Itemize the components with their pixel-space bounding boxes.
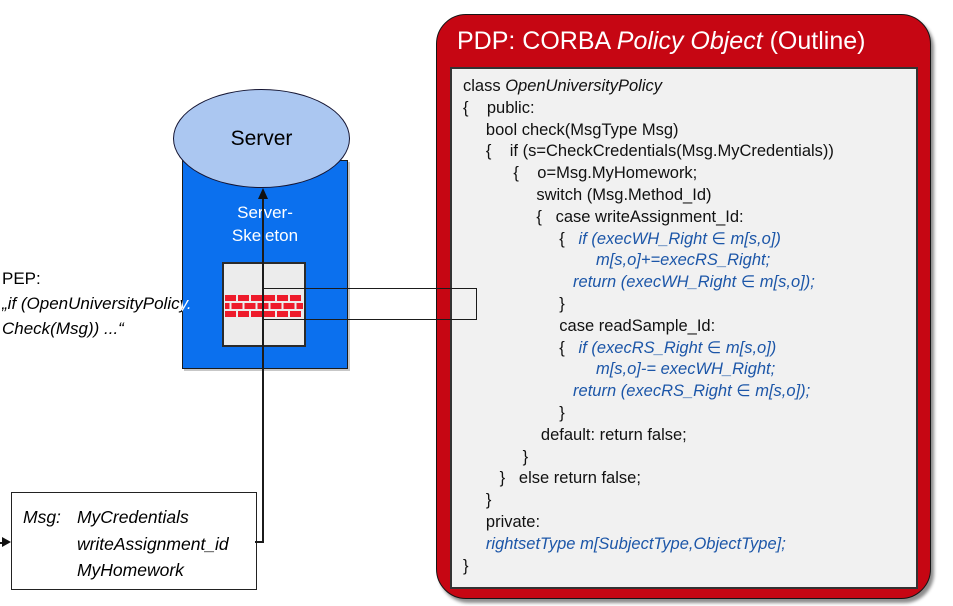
msg-label: Msg: (23, 507, 61, 527)
message-flow-line (262, 197, 264, 543)
msg-items: MyCredentials writeAssignment_id MyHomew… (77, 504, 229, 589)
code-line: { public: (463, 98, 535, 117)
code-line: m[s,o]+=execRS_Right; (595, 251, 771, 270)
right-arrowhead-icon (2, 537, 11, 547)
code-line: { o=Msg.MyHomework; (463, 164, 698, 183)
code-line: bool check(MsgType Msg) (463, 120, 679, 139)
brick-pattern-icon (225, 295, 303, 318)
code-line: class OpenUniversityPolicy (463, 77, 662, 95)
code-line: { if (execWH_Right ∈ m[s,o]) (463, 229, 781, 248)
server-ellipse: Server (173, 89, 350, 188)
code-line: return (execRS_Right ∈ m[s,o]); (573, 382, 811, 401)
server-skeleton-label: Server- Skeleton (182, 201, 348, 247)
code-line: case readSample_Id: (463, 316, 716, 335)
pdp-title-italic: Policy Object (616, 27, 763, 55)
code-line: default: return false; (463, 425, 687, 444)
pep-pdp-connector (263, 288, 477, 320)
msg-item: writeAssignment_id (76, 533, 229, 554)
msg-box: Msg: MyCredentials writeAssignment_id My… (11, 492, 257, 590)
code-line: { if (s=CheckCredentials(Msg.MyCredentia… (463, 142, 834, 161)
pdp-title-suffix: (Outline) (762, 27, 866, 55)
pep-code-line1: „if (OpenUniversityPolicy. (2, 291, 232, 316)
pdp-title-prefix: PDP: CORBA (457, 27, 617, 55)
msg-item: MyHomework (76, 560, 184, 580)
code-box: class OpenUniversityPolicy { public: bool… (450, 67, 918, 589)
message-flow-elbow (255, 541, 264, 543)
code-line: } (463, 491, 492, 510)
pep-annotation: PEP: „if (OpenUniversityPolicy. Check(Ms… (2, 266, 232, 341)
code-line: private: (463, 512, 541, 531)
pep-label: PEP: (2, 269, 41, 288)
pdp-title: PDP: CORBA Policy Object (Outline) (457, 27, 865, 56)
code-line: switch (Msg.Method_Id) (463, 185, 712, 204)
server-skeleton-label-line1: Server- (237, 203, 293, 222)
server-label: Server (230, 126, 293, 150)
code-line: } (463, 294, 565, 313)
code-line: return (execWH_Right ∈ m[s,o]); (573, 273, 815, 292)
code-line: { if (execRS_Right ∈ m[s,o]) (463, 338, 777, 357)
code-line: rightsetType m[SubjectType,ObjectType]; (485, 534, 786, 553)
code-line: } (463, 447, 529, 466)
server-skeleton-label-line2: Skeleton (231, 226, 299, 245)
code-line: m[s,o]-= execWH_Right; (595, 360, 776, 379)
code-line: { case writeAssignment_Id: (463, 207, 744, 226)
code-line: } else return false; (463, 469, 641, 488)
up-arrowhead-icon (258, 188, 268, 199)
pdp-panel: PDP: CORBA Policy Object (Outline) class… (436, 14, 931, 599)
code-block: class OpenUniversityPolicy { public: bool… (463, 76, 912, 577)
pep-code-line2: Check(Msg)) ...“ (2, 319, 124, 338)
code-line: } (463, 556, 469, 575)
code-line: } (463, 403, 565, 422)
msg-item: MyCredentials (76, 507, 189, 527)
